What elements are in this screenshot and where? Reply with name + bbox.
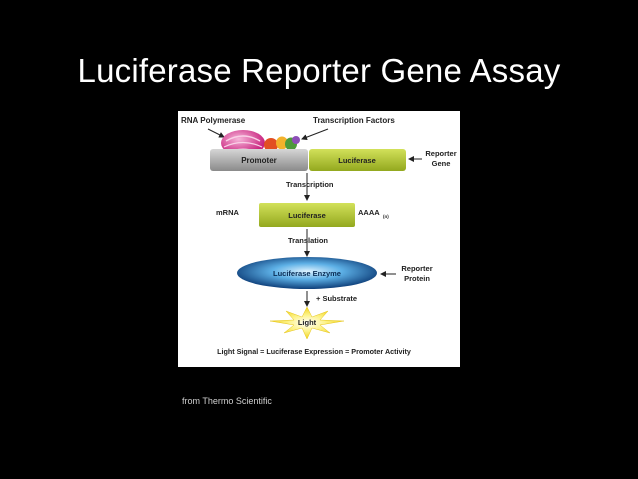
promoter-box <box>210 149 308 171</box>
polya-subscript: (n) <box>383 214 389 219</box>
luciferase-enzyme-label: Luciferase Enzyme <box>273 269 341 278</box>
polya-label: AAAA <box>358 208 380 217</box>
luciferase-enzyme-shape <box>237 257 377 289</box>
rna-polymerase-label: RNA Polymerase <box>181 116 246 125</box>
reporter-gene-label-1: Reporter <box>425 149 456 158</box>
source-caption: from Thermo Scientific <box>182 396 272 406</box>
transcription-factors-label: Transcription Factors <box>313 116 395 125</box>
light-label: Light <box>298 318 317 327</box>
mrna-label: mRNA <box>216 208 240 217</box>
reporter-protein-label-1: Reporter <box>401 264 432 273</box>
translation-label: Translation <box>288 236 328 245</box>
luciferase-gene-label: Luciferase <box>338 156 376 165</box>
substrate-label: + Substrate <box>316 294 357 303</box>
promoter-label: Promoter <box>241 156 277 165</box>
reporter-gene-label-2: Gene <box>432 159 451 168</box>
transcription-factors-icon <box>264 136 300 152</box>
equation-text: Light Signal = Luciferase Expression = P… <box>217 347 411 356</box>
reporter-protein-label-2: Protein <box>404 274 430 283</box>
slide-title: Luciferase Reporter Gene Assay <box>77 52 561 89</box>
light-burst-icon <box>269 306 345 340</box>
luciferase-gene-box <box>309 149 406 171</box>
luciferase-mrna-box <box>259 203 355 227</box>
luciferase-mrna-label: Luciferase <box>288 211 326 220</box>
luciferase-assay-diagram: RNA Polymerase Transcription Factors Pro… <box>178 111 460 367</box>
transcription-label: Transcription <box>286 180 334 189</box>
